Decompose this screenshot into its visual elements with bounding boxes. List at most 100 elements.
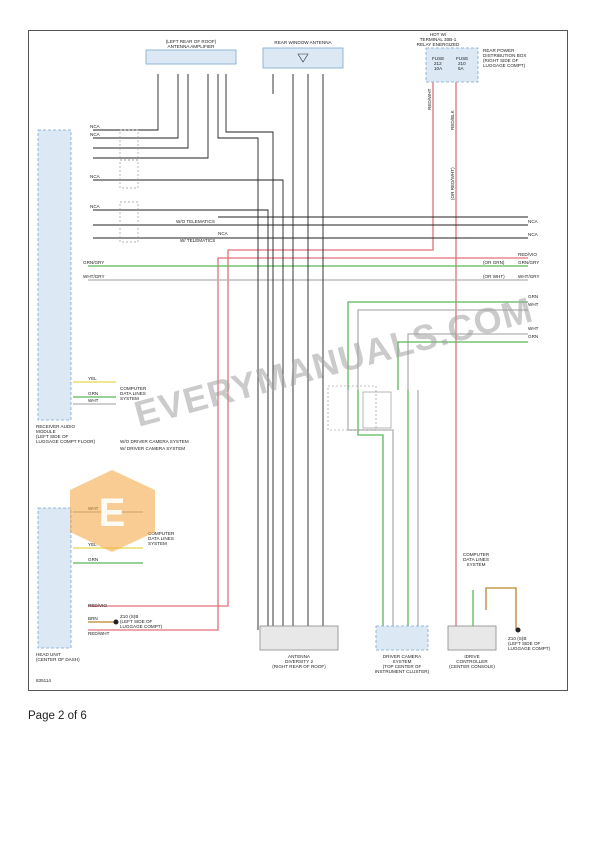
page-label: Page 2 of 6: [28, 710, 87, 722]
rear-power-dist-box: [425, 47, 479, 83]
hot-label-2: TERMINAL 30B-1: [420, 37, 457, 42]
fuse-1-label-b: 212: [434, 61, 442, 66]
data-lines-2-label-3: SYSTEM: [148, 541, 167, 546]
data-lines-3-label-3: SYSTEM: [467, 562, 486, 567]
figure-id: 835114: [36, 678, 51, 683]
z10-right-label-1: Z10 (S)B: [508, 636, 526, 641]
driver-camera-label-4: INSTRUMENT CLUSTER): [375, 669, 430, 674]
driver-camera-box: [375, 625, 429, 651]
wire-amp-4: [93, 74, 209, 159]
fuse-2-label-b: 210: [458, 61, 466, 66]
wire-label-grn-hu: GRN: [88, 557, 98, 562]
wire-label-grn-right: GRN: [528, 294, 538, 299]
wire-label-or-wht: (OR WHT): [483, 274, 505, 279]
wire-label-wht-right: WHT: [528, 302, 539, 307]
wire-label-red-wht: RED/WHT: [88, 631, 110, 636]
z10-label-3: LUGGAGE COMPT): [120, 624, 163, 629]
z10-label-2: (LEFT SIDE OF: [120, 619, 153, 624]
data-lines-1-label-2: DATA LINES: [120, 391, 146, 396]
wire-label-brn-hu: BRN: [88, 616, 98, 621]
nca-label-4: NCA: [90, 204, 101, 209]
wire-label-yel-hu: YEL: [88, 542, 97, 547]
wire-wht-camera-2: [407, 333, 528, 390]
wire-wht-to-camera-a: [347, 390, 394, 630]
rear-power-label-4: LUGGAGE COMPT): [483, 63, 526, 68]
rear-window-antenna-box: [262, 47, 344, 69]
telematics-wo: W/O TELEMATICS: [176, 219, 215, 224]
wire-amp-5: [217, 74, 259, 630]
data-lines-1-label-3: SYSTEM: [120, 396, 139, 401]
camera-switch-box-1: [327, 385, 377, 431]
legend-2: W/ DRIVER CAMERA SYSTEM: [120, 446, 185, 451]
nca-label-3: NCA: [90, 174, 101, 179]
antenna-diversity-box: [259, 625, 339, 651]
black-wires: [93, 74, 528, 630]
wire-red-wht-fuse: [88, 82, 434, 607]
nca-label-right-2: NCA: [528, 232, 539, 237]
nca-label-2: NCA: [90, 132, 101, 137]
amp-label-1: (LEFT REAR OF ROOF): [166, 39, 217, 44]
fuse-2-label-a: FUSE: [456, 56, 468, 61]
wire-nca-b: [93, 209, 269, 630]
ground-symbols: [113, 619, 521, 633]
fuse-2-label-c: 5A: [458, 66, 465, 71]
data-lines-2-label-2: DATA LINES: [148, 536, 174, 541]
wire-amp-1: [93, 74, 159, 131]
ground-z10-right: [515, 627, 521, 633]
idrive-label-2: CONTROLLER: [456, 659, 488, 664]
antenna-diversity-label-3: (RIGHT REAR OF ROOF): [272, 664, 326, 669]
wire-brn-idrive: [485, 587, 517, 630]
wire-nca-a: [93, 179, 284, 630]
wire-red-vio: [88, 257, 528, 631]
antenna-amplifier-box: [145, 49, 237, 65]
rear-power-label-1: REAR POWER: [483, 48, 515, 53]
wire-label-red-wht-vert: RED/WHT: [427, 88, 432, 110]
z10-right-label-2: (LEFT SIDE OF: [508, 641, 541, 646]
wire-wht-camera-1: [357, 309, 528, 390]
wire-label-grn-rx: GRN: [88, 391, 98, 396]
ground-z10-left: [113, 619, 119, 625]
connector-shields: [119, 129, 139, 243]
wire-label-or-red-wht-vert: (OR RED/WHT): [450, 167, 455, 200]
text-labels: (LEFT REAR OF ROOF) ANTENNA AMPLIFIER RE…: [36, 32, 551, 683]
data-lines-3-label-1: COMPUTER: [463, 552, 490, 557]
antenna-diversity-label-1: ANTENNA: [288, 654, 311, 659]
receiver-module-box: [37, 129, 72, 421]
svg-text:E: E: [99, 491, 126, 535]
nca-label-1: NCA: [90, 124, 101, 129]
wire-label-wht-gry-right: WHT/GRY: [518, 274, 540, 279]
receiver-label-2: MODULE: [36, 429, 56, 434]
nca-label-5: NCA: [218, 231, 229, 236]
head-unit-box: [37, 507, 72, 649]
wire-amp-3: [93, 74, 189, 149]
receiver-label-3: (LEFT SIDE OF: [36, 434, 69, 439]
z10-label-1: Z10 (S)B: [120, 614, 138, 619]
head-unit-label-1: HEAD UNIT: [36, 652, 61, 657]
idrive-label-1: IDRIVE: [464, 654, 479, 659]
data-lines-1-label-1: COMPUTER: [120, 386, 147, 391]
legend-1: W/O DRIVER CAMERA SYSTEM: [120, 439, 189, 444]
fuse-1-label-a: FUSE: [432, 56, 444, 61]
rear-window-label: REAR WINDOW ANTENNA: [274, 40, 332, 45]
driver-camera-label-2: SYSTEM: [393, 659, 412, 664]
wire-label-or-grn: (OR GRN): [483, 260, 505, 265]
receiver-label-4: LUGGAGE COMPT FLOOR): [36, 439, 96, 444]
watermark-logo-icon: E: [70, 470, 155, 552]
camera-switch-box-2: [362, 391, 392, 429]
wire-label-red-vio-right: RED/VIO: [518, 252, 537, 257]
telematics-w: W/ TELEMATICS: [180, 238, 215, 243]
driver-camera-label-1: DRIVER CAMERA: [383, 654, 422, 659]
wire-label-wht-gry: WHT/GRY: [83, 274, 105, 279]
wire-label-grn-right-2: GRN: [528, 334, 538, 339]
diagram-frame: [28, 30, 568, 691]
receiver-label-1: RECEIVER AUDIO: [36, 424, 75, 429]
driver-camera-label-3: (TOP CENTER OF: [383, 664, 422, 669]
wire-grn-camera-2: [397, 341, 528, 390]
antenna-diversity-label-2: DIVERSITY 2: [285, 659, 313, 664]
wire-label-wht-rx: WHT: [88, 398, 99, 403]
wire-amp-6: [225, 74, 274, 630]
idrive-label-3: (CENTER CONSOLE): [449, 664, 495, 669]
wire-grn-to-camera-a: [357, 390, 384, 630]
rear-power-label-3: (RIGHT SIDE OF: [483, 58, 519, 63]
wire-label-yel-rx: YEL: [88, 376, 97, 381]
